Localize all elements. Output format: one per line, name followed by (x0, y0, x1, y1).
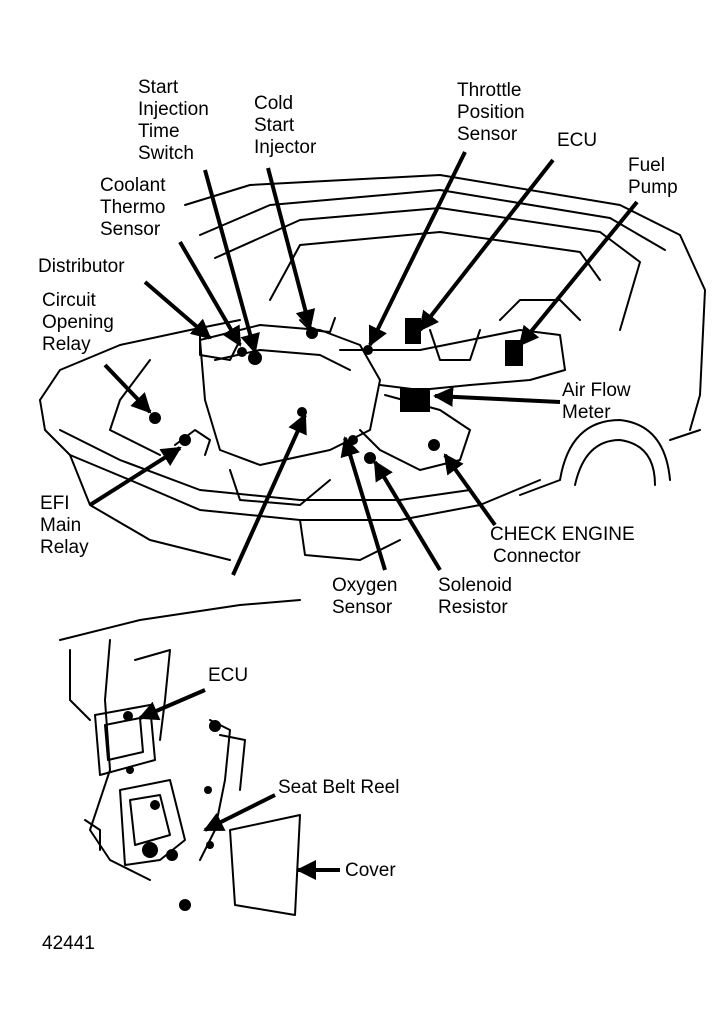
label-line: CHECK ENGINE (490, 524, 635, 545)
label-fuel-pump: Fuel Pump (628, 155, 678, 199)
label-line: Relay (40, 537, 89, 558)
label-line: Distributor (38, 256, 125, 277)
label-line: ECU (208, 665, 249, 686)
label-line: Solenoid (438, 575, 512, 596)
label-line: Oxygen (332, 575, 398, 596)
label-line: Cold (254, 93, 294, 114)
label-cover: Cover (345, 860, 396, 882)
label-line: Position (457, 102, 525, 123)
label-line: Meter (562, 402, 611, 423)
label-distributor: Distributor (38, 256, 125, 278)
label-line: Sensor (457, 124, 518, 145)
label-efi-main-relay: EFI Main Relay (40, 493, 89, 559)
label-check-engine-connector: CHECK ENGINE Connector (490, 524, 635, 568)
label-line: Circuit (42, 290, 96, 311)
label-line: Fuel (628, 155, 665, 176)
inset-component-markers (123, 711, 221, 911)
label-ecu-bottom: ECU (208, 665, 248, 687)
label-line: ECU (557, 130, 598, 151)
leader-arrows (88, 151, 639, 880)
ecu-inset-outline (59, 599, 301, 916)
label-seat-belt-reel: Seat Belt Reel (278, 777, 399, 799)
label-oxygen-sensor: Oxygen Sensor (332, 575, 397, 619)
label-circuit-opening-relay: Circuit Opening Relay (42, 290, 114, 356)
label-throttle-position-sensor: Throttle Position Sensor (457, 80, 525, 146)
label-line: Switch (138, 143, 194, 164)
label-line: Start (254, 115, 295, 136)
label-line: Sensor (332, 597, 393, 618)
label-air-flow-meter: Air Flow Meter (562, 380, 631, 424)
label-line: EFI (40, 493, 70, 514)
label-line: Throttle (457, 80, 522, 101)
label-line: Opening (42, 312, 114, 333)
label-line: Thermo (100, 197, 166, 218)
label-line: Resistor (438, 597, 508, 618)
label-line: Seat Belt Reel (278, 777, 400, 798)
label-start-injection-time-switch: Start Injection Time Switch (138, 77, 209, 165)
label-line: Coolant (100, 175, 166, 196)
label-line: Injector (254, 137, 317, 158)
label-solenoid-resistor: Solenoid Resistor (438, 575, 512, 619)
label-line: Sensor (100, 219, 161, 240)
label-line: Main (40, 515, 82, 536)
label-line: Start (138, 77, 179, 98)
label-line: Time (138, 121, 180, 142)
label-line: Air Flow (562, 380, 631, 401)
label-line: Pump (628, 177, 678, 198)
figure-number: 42441 (42, 933, 95, 954)
label-line: Cover (345, 860, 396, 881)
label-ecu-top: ECU (557, 130, 597, 152)
label-line: Relay (42, 334, 91, 355)
label-coolant-thermo-sensor: Coolant Thermo Sensor (100, 175, 166, 241)
label-line: Connector (493, 546, 581, 567)
label-line: Injection (138, 99, 209, 120)
label-cold-start-injector: Cold Start Injector (254, 93, 316, 159)
engine-block (174, 299, 581, 506)
